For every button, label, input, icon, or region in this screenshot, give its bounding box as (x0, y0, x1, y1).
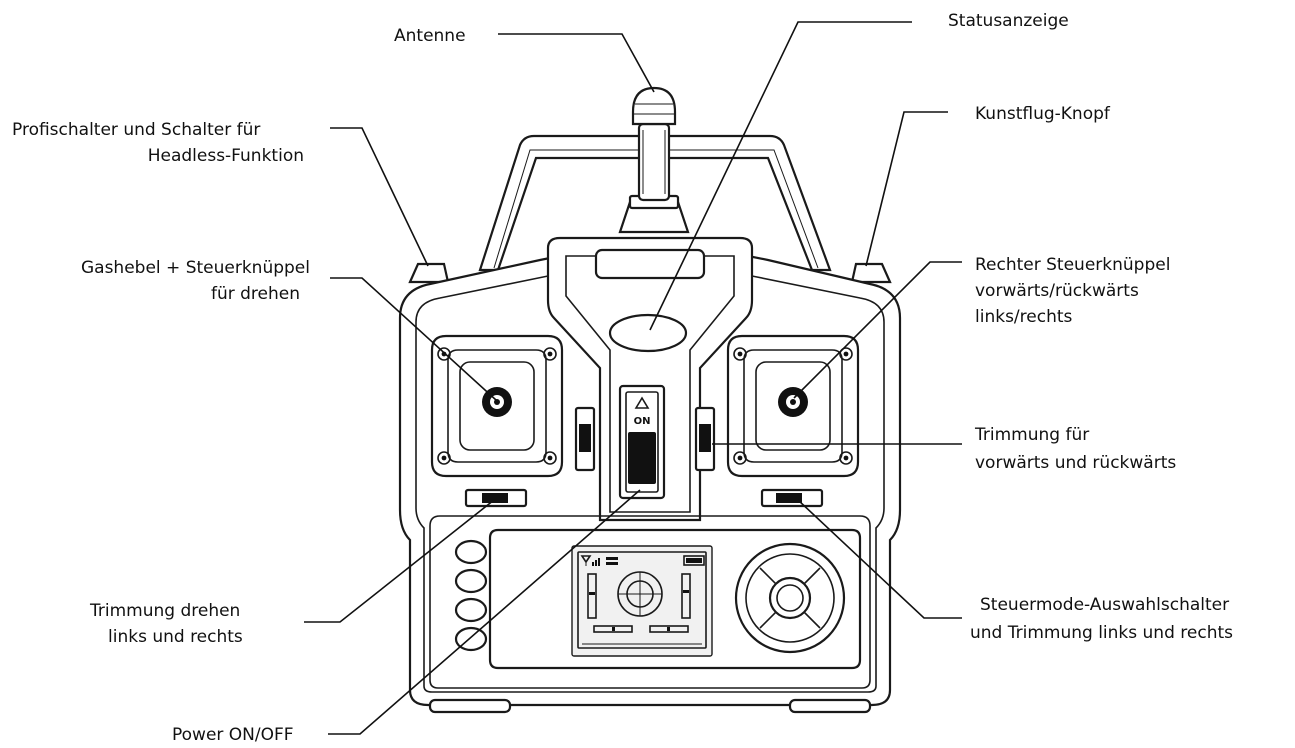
leader-right-stick (793, 261, 962, 399)
label-profi-line1: Profischalter und Schalter für (12, 120, 260, 140)
top-switch-left (408, 262, 450, 284)
round-button-3 (454, 597, 488, 623)
left-vertical-trim[interactable] (574, 406, 596, 472)
label-gas-line1: Gashebel + Steuerknüppel (81, 258, 310, 278)
label-status: Statusanzeige (948, 11, 1069, 31)
leader-trim-turn (304, 499, 495, 623)
label-right-stick-line1: Rechter Steuerknüppel (975, 255, 1170, 275)
right-horizontal-trim[interactable] (760, 488, 824, 508)
antenna (618, 86, 690, 234)
right-gimbal[interactable] (726, 334, 860, 478)
label-profi-line2: Headless-Funktion (148, 146, 304, 166)
label-kunstflug: Kunstflug-Knopf (975, 104, 1111, 124)
label-trim-turn-line2: links und rechts (108, 627, 243, 647)
leader-lines (304, 21, 962, 735)
label-antenna: Antenne (394, 26, 466, 46)
power-switch[interactable]: ON (618, 384, 666, 500)
label-trim-turn-line1: Trimmung drehen (89, 601, 240, 621)
callout-labels: Antenne Statusanzeige Profischalter und … (12, 11, 1233, 745)
direction-pad[interactable] (734, 542, 846, 654)
label-mode-line2: und Trimmung links und rechts (970, 623, 1233, 643)
leader-status (649, 21, 912, 331)
label-gas-line2: für drehen (211, 284, 300, 304)
status-indicator (608, 313, 688, 353)
top-switch-right (850, 262, 892, 284)
leader-antenna (498, 33, 655, 93)
switch-on-label: ON (634, 416, 651, 427)
label-mode-line1: Steuermode-Auswahlschalter (980, 595, 1229, 615)
label-right-stick-line2: vorwärts/rückwärts (975, 281, 1139, 301)
round-button-1 (454, 539, 488, 565)
right-vertical-trim[interactable] (694, 406, 716, 472)
label-power: Power ON/OFF (172, 725, 294, 745)
label-trim-fb-line1: Trimmung für (974, 425, 1089, 445)
leader-gas (330, 277, 497, 401)
leader-mode (797, 499, 962, 619)
label-trim-fb-line2: vorwärts und rückwärts (975, 453, 1176, 473)
controller: ON (398, 86, 902, 714)
center-panel (546, 236, 754, 522)
left-horizontal-trim[interactable] (464, 488, 528, 508)
leader-power (328, 489, 641, 735)
label-right-stick-line3: links/rechts (975, 307, 1073, 327)
lcd-display (571, 545, 713, 657)
round-button-2 (454, 568, 488, 594)
left-gimbal[interactable] (430, 334, 564, 478)
leader-kunstflug (865, 111, 948, 267)
leader-profi (330, 127, 429, 267)
